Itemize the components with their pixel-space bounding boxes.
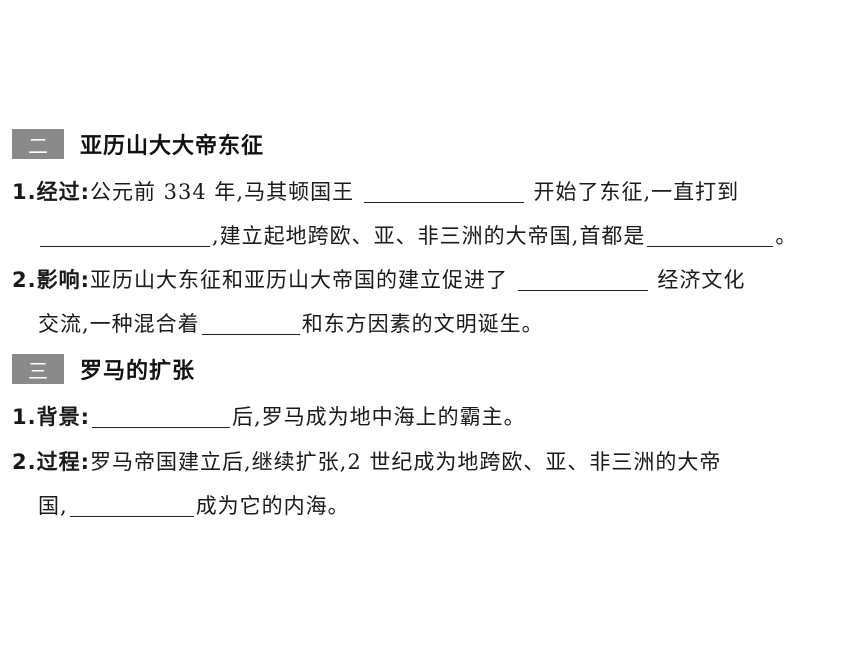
section-title: 亚历山大大帝东征	[80, 134, 265, 159]
item-text: 。	[775, 224, 798, 248]
fill-blank[interactable]	[517, 264, 648, 291]
item-text: 和东方因素的文明诞生。	[301, 312, 544, 336]
item-text: 成为它的内海。	[195, 494, 350, 518]
item-text: 国,	[38, 494, 68, 518]
section-heading-3: 三 罗马的扩张	[12, 351, 195, 387]
item-expansion-line2: 国, 成为它的内海。	[38, 484, 852, 528]
item-expansion-line1: 2.过程:罗马帝国建立后,继续扩张,2 世纪成为地跨欧、亚、非三洲的大帝	[12, 440, 852, 484]
item-impact-line1: 2.影响:亚历山大东征和亚历山大帝国的建立促进了 经济文化	[12, 258, 852, 302]
item-text: 公元前 334 年,马其顿国王	[90, 180, 355, 204]
section-heading-2: 二 亚历山大大帝东征	[12, 126, 264, 162]
item-text: 交流,一种混合着	[38, 312, 200, 336]
item-background-line1: 1.背景: 后,罗马成为地中海上的霸主。	[12, 395, 852, 439]
fill-blank[interactable]	[647, 220, 774, 247]
item-text: 罗马帝国建立后,继续扩张,2 世纪成为地跨欧、亚、非三洲的大帝	[90, 450, 722, 474]
fill-blank[interactable]	[92, 401, 230, 428]
item-label: 1.经过:	[12, 180, 90, 204]
section-title: 罗马的扩张	[80, 359, 196, 384]
section-number-badge: 三	[12, 354, 64, 384]
item-text: ,建立起地跨欧、亚、非三洲的大帝国,首都是	[212, 224, 646, 248]
item-impact-line2: 交流,一种混合着 和东方因素的文明诞生。	[38, 302, 852, 346]
item-text: 开始了东征,一直打到	[533, 180, 740, 204]
item-label: 2.影响:	[12, 268, 90, 292]
fill-blank[interactable]	[40, 220, 210, 247]
fill-blank[interactable]	[201, 308, 300, 335]
item-label: 2.过程:	[12, 450, 90, 474]
item-process-line1: 1.经过:公元前 334 年,马其顿国王 开始了东征,一直打到	[12, 170, 852, 214]
fill-blank[interactable]	[69, 490, 194, 517]
item-label: 1.背景:	[12, 405, 90, 429]
item-text: 经济文化	[657, 268, 746, 292]
item-process-line2: ,建立起地跨欧、亚、非三洲的大帝国,首都是 。	[38, 214, 852, 258]
item-text: 亚历山大东征和亚历山大帝国的建立促进了	[90, 268, 508, 292]
section-number-badge: 二	[12, 129, 64, 159]
item-text: 后,罗马成为地中海上的霸主。	[232, 405, 526, 429]
fill-blank[interactable]	[363, 176, 524, 203]
